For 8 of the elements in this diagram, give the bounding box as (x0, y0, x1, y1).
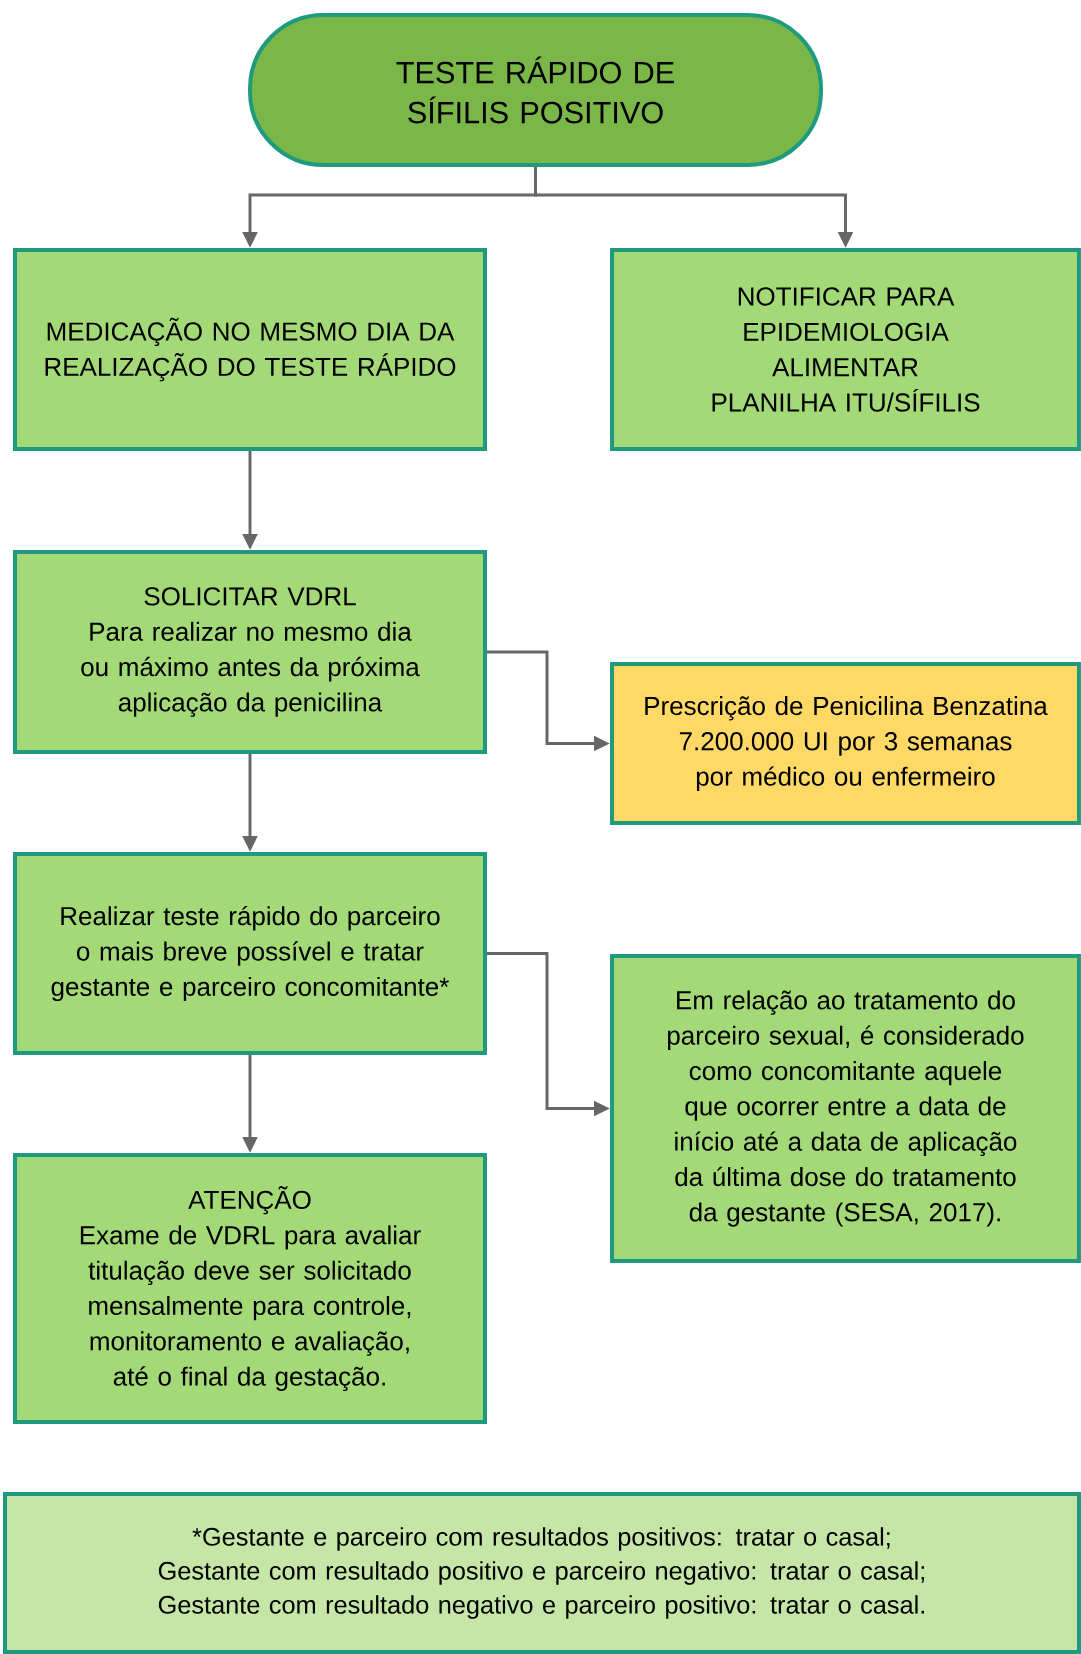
process-box: ATENÇÃO Exame de VDRL para avaliar titulação deve ser solicitado mensalmente para controle, monitoramento e avaliação, até o final da gestação. (13, 1153, 487, 1424)
process-box: NOTIFICAR PARA EPIDEMIOLOGIA ALIMENTAR PLANILHA ITU/SÍFILIS (610, 248, 1081, 451)
process-box: Em relação ao tratamento do parceiro sexual, é considerado como concomitante aquele que ocorrer entre a data de início até a data de aplicação da última dose do tratamento da gestante (SESA, 2017). (610, 954, 1081, 1264)
process-box: SOLICITAR VDRL Para realizar no mesmo dia ou máximo antes da próxima aplicação da penicilina (13, 550, 487, 754)
process-box: Realizar teste rápido do parceiro o mais breve possível e tratar gestante e parceiro concomitante* (13, 852, 487, 1055)
note-box: *Gestante e parceiro com resultados positivos: tratar o casal; Gestante com resultado positivo e parceiro negativo: tratar o casal; Gestante com resultado negativo e parceiro positivo: tratar o casal. (3, 1492, 1081, 1654)
process-box: Prescrição de Penicilina Benzatina 7.200.000 UI por 3 semanas por médico ou enfermeiro (610, 662, 1081, 825)
process-box: MEDICAÇÃO NO MESMO DIA DA REALIZAÇÃO DO TESTE RÁPIDO (13, 248, 487, 451)
